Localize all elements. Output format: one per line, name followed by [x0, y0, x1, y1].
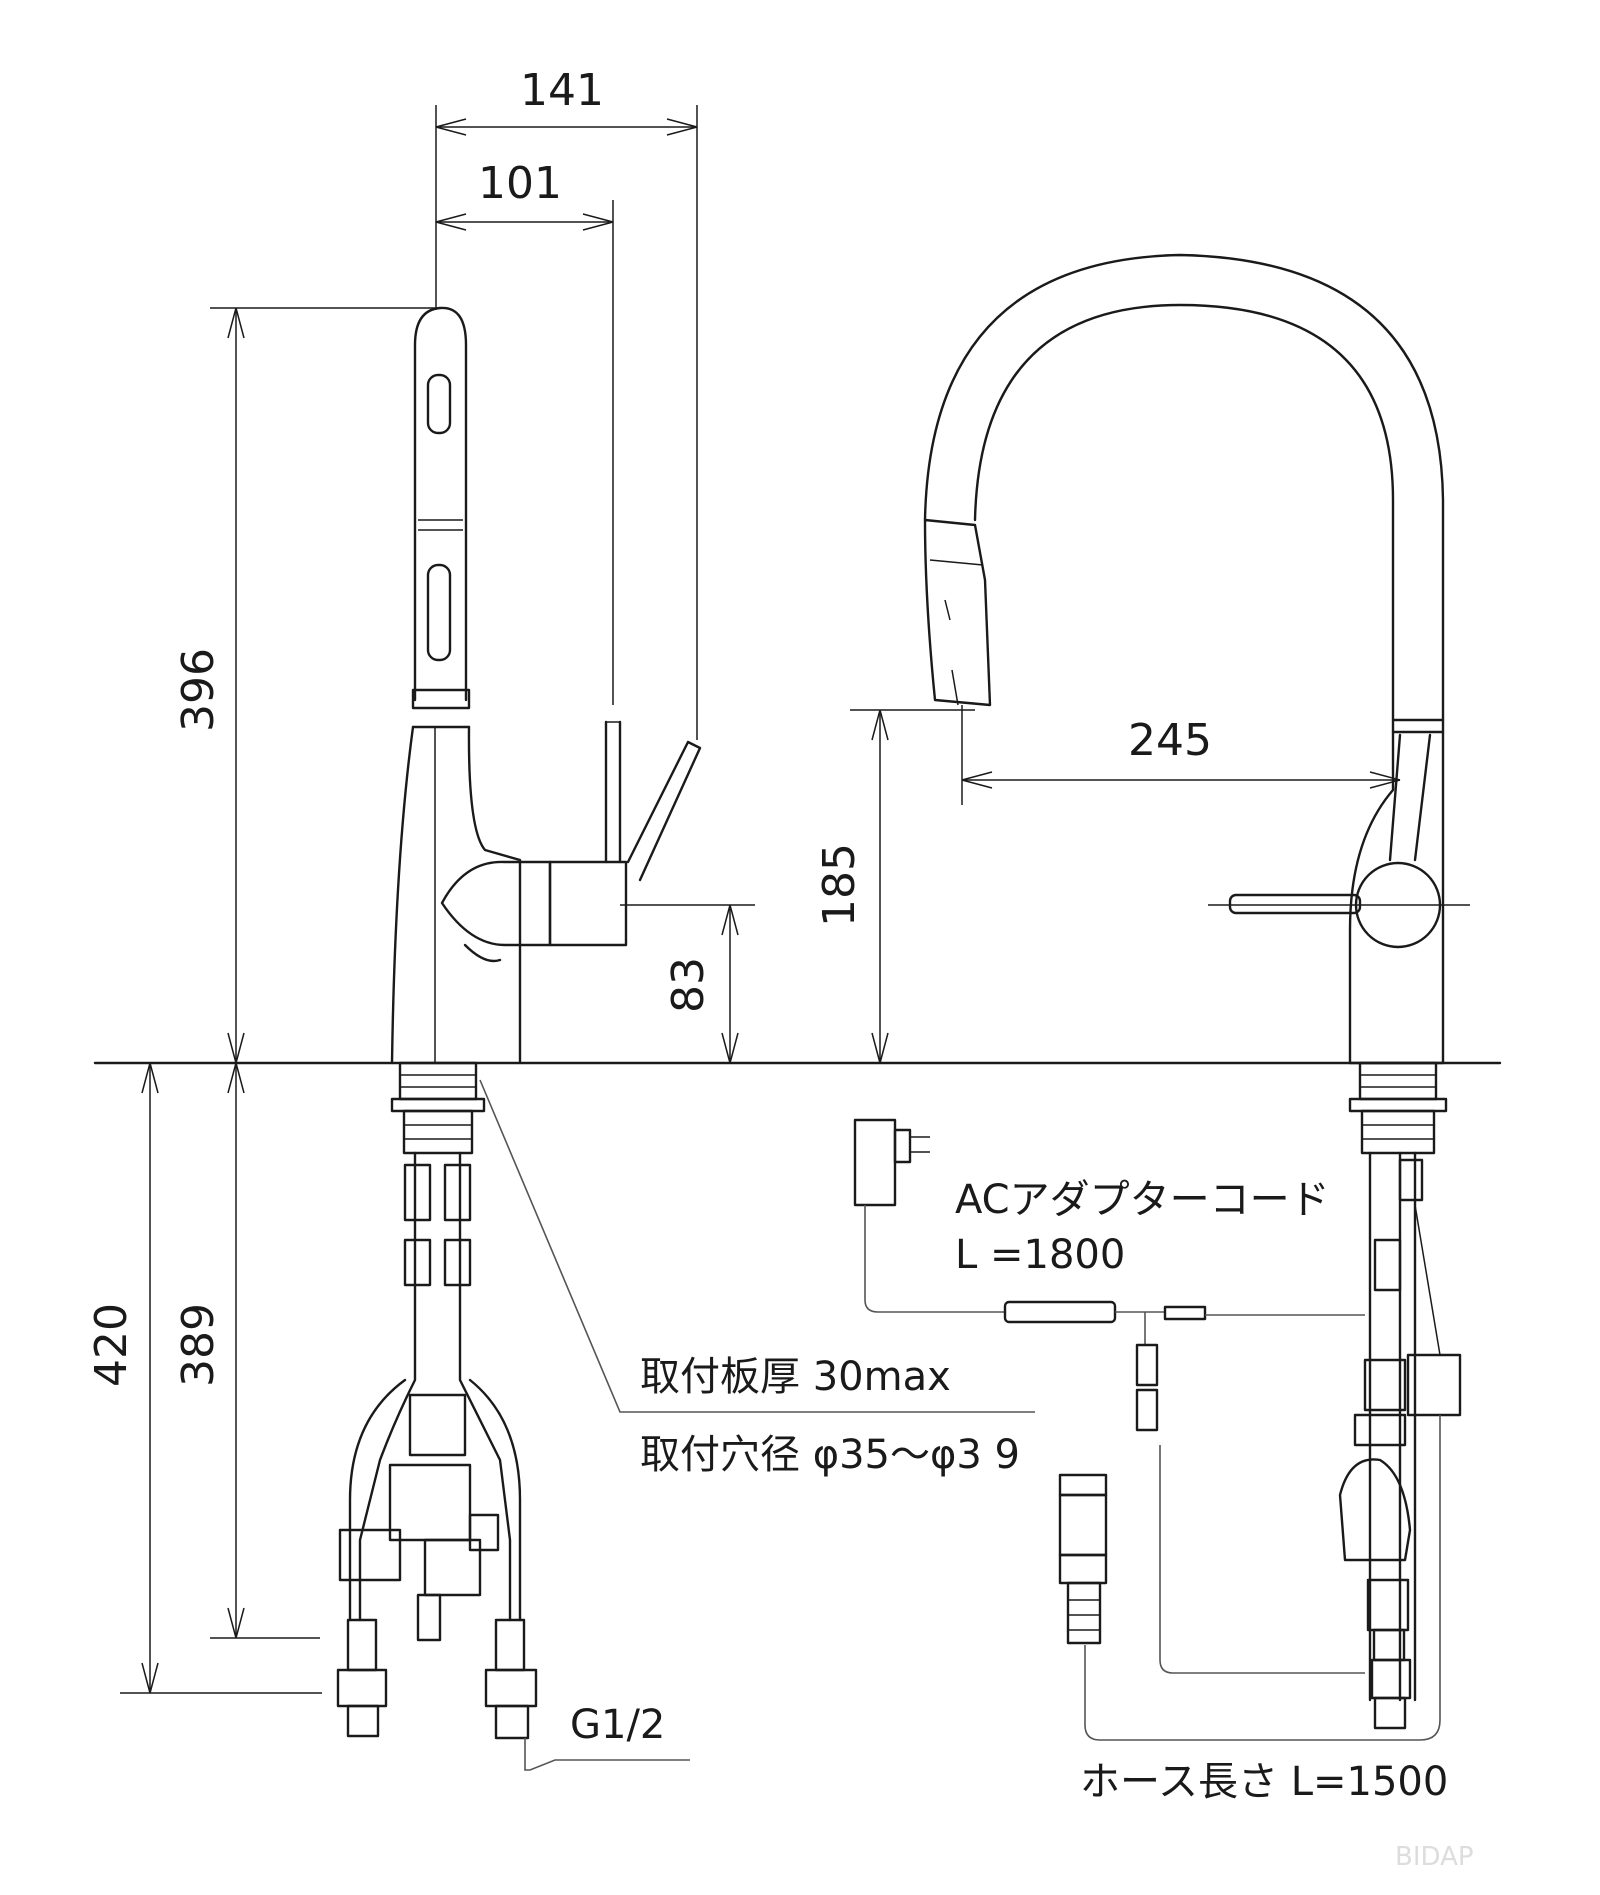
side-view-faucet	[336, 306, 702, 1740]
dim-420-label: 420	[86, 1303, 137, 1387]
ac-adapter-note: ACアダプターコード	[955, 1177, 1330, 1223]
dim-141-label: 141	[520, 65, 604, 116]
hole-diameter-note: 取付穴径 φ35～φ3 9	[640, 1432, 1020, 1478]
dim-396-label: 396	[173, 648, 224, 732]
dim-83-label: 83	[663, 957, 714, 1013]
dim-185-label: 185	[814, 843, 865, 927]
watermark: BIDAP	[1395, 1842, 1474, 1872]
hose-length-note: ホース長さ L=1500	[1080, 1759, 1448, 1805]
thread-note: G1/2	[570, 1702, 665, 1748]
dim-101-label: 101	[478, 158, 562, 209]
plate-thickness-note: 取付板厚 30max	[640, 1354, 951, 1400]
dimension-lines	[120, 105, 1401, 1771]
ac-length-note: L =1800	[955, 1232, 1125, 1278]
dim-245-label: 245	[1128, 715, 1212, 766]
front-view-faucet	[853, 253, 1470, 1741]
dim-389-label: 389	[173, 1303, 224, 1387]
